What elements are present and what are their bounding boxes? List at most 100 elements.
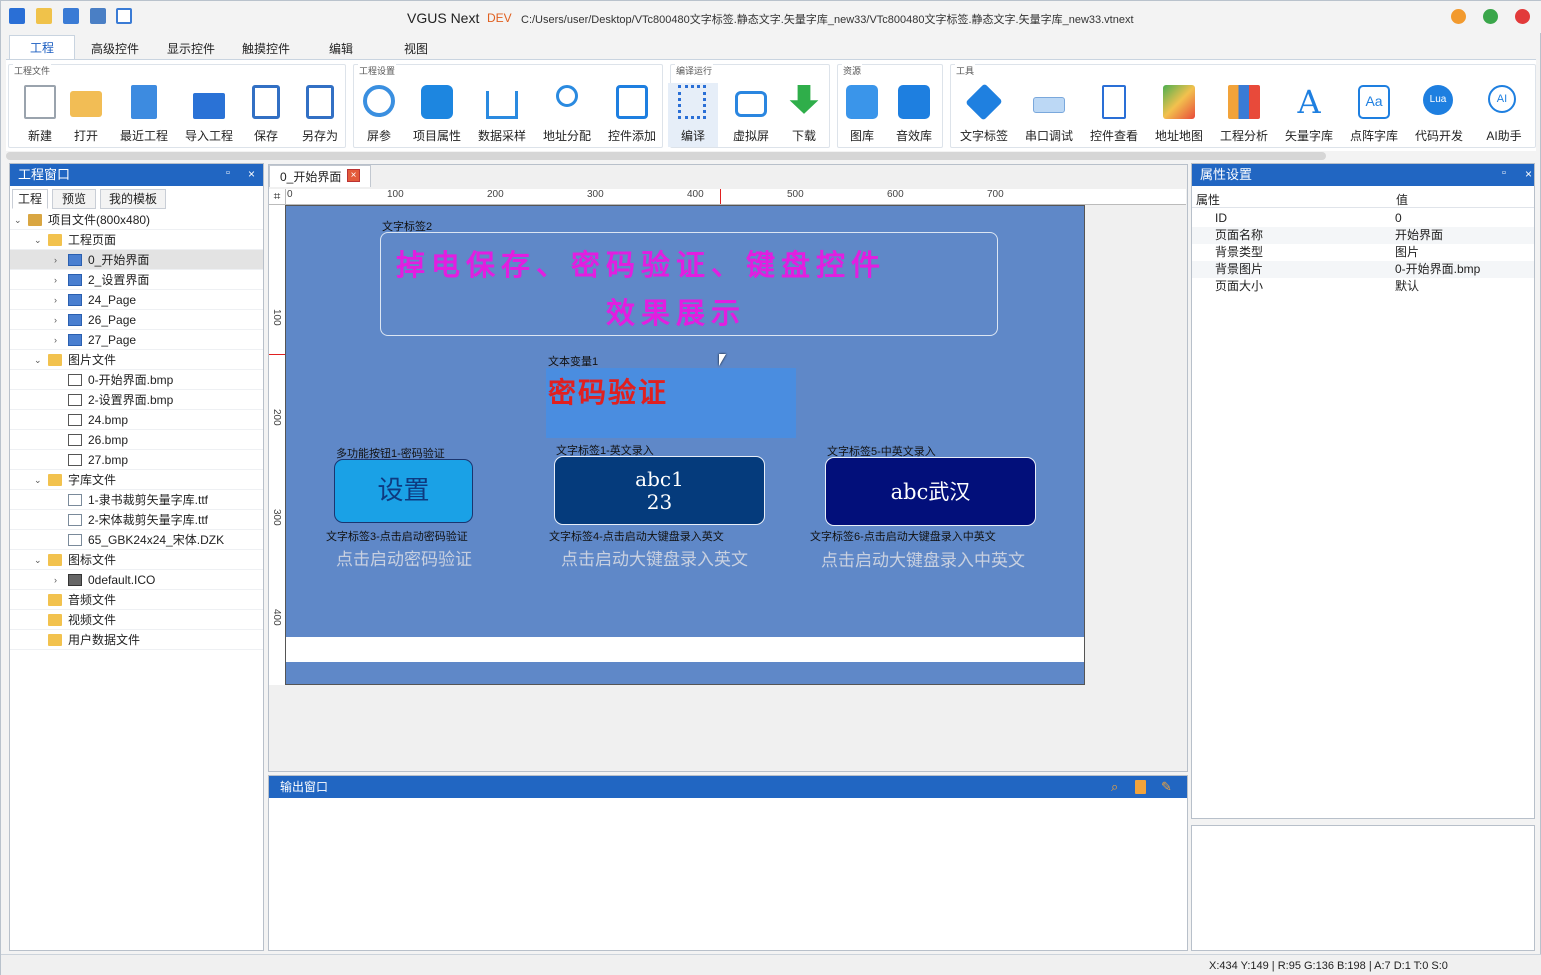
screen-params-button[interactable]: 屏参 [348, 83, 410, 147]
tree-item[interactable]: 27.bmp [10, 450, 263, 470]
tree-item[interactable]: 音频文件 [10, 590, 263, 610]
lua-code-button[interactable]: Lua 代码开发 [1408, 83, 1470, 147]
control-view-button[interactable]: 控件查看 [1083, 83, 1145, 147]
search-icon[interactable]: ⌕ [1111, 779, 1119, 794]
project-analysis-button[interactable]: 工程分析 [1213, 83, 1275, 147]
tree-item[interactable]: 用户数据文件 [10, 630, 263, 650]
property-row[interactable]: 页面名称开始界面 [1192, 227, 1534, 244]
property-value[interactable]: 图片 [1395, 245, 1420, 259]
compile-button[interactable]: 编译 [668, 83, 718, 147]
download-button[interactable]: 下载 [773, 83, 835, 147]
address-allocation-button[interactable]: 地址分配 [536, 83, 598, 147]
chevron-down-icon[interactable]: ⌄ [14, 215, 22, 225]
menu-tab-display-controls[interactable]: 显示控件 [167, 42, 216, 56]
quick-virtual-screen-icon[interactable] [116, 8, 132, 24]
quick-compile-icon[interactable] [90, 8, 106, 24]
ai-assistant-button[interactable]: AI AI助手 [1473, 83, 1535, 147]
chevron-down-icon[interactable]: ⌄ [34, 555, 42, 565]
new-button[interactable]: 新建 [9, 83, 71, 147]
page-canvas[interactable]: 文字标签2 掉电保存、密码验证、键盘控件 效果展示 文本变量1 密码验证 多功能… [285, 205, 1085, 685]
serial-debug-button[interactable]: 串口调试 [1018, 83, 1080, 147]
menu-tab-advanced-controls[interactable]: 高级控件 [91, 42, 140, 56]
chinese-english-input-tag[interactable]: abc武汉 [825, 457, 1036, 526]
hint-english-keyboard[interactable]: 点击启动大键盘录入英文 [561, 550, 748, 570]
chevron-right-icon[interactable]: › [54, 295, 57, 305]
tab-my-templates[interactable]: 我的模板 [100, 189, 166, 209]
quick-save-icon[interactable] [63, 8, 79, 24]
image-library-button[interactable]: 图库 [831, 83, 893, 147]
tree-item[interactable]: ›2_设置界面 [10, 270, 263, 290]
chevron-right-icon[interactable]: › [54, 275, 57, 285]
app-logo-icon[interactable] [9, 8, 25, 24]
tree-item[interactable]: 0-开始界面.bmp [10, 370, 263, 390]
tree-item[interactable]: 1-隶书裁剪矢量字库.ttf [10, 490, 263, 510]
property-value[interactable]: 默认 [1395, 279, 1420, 293]
tree-item[interactable]: ⌄图标文件 [10, 550, 263, 570]
tree-item[interactable]: ⌄图片文件 [10, 350, 263, 370]
maximize-icon[interactable] [1483, 9, 1498, 24]
property-row[interactable]: 背景类型图片 [1192, 244, 1534, 261]
tree-item[interactable]: ›26_Page [10, 310, 263, 330]
save-as-button[interactable]: 另存为 [289, 83, 351, 147]
tree-item[interactable]: 26.bmp [10, 430, 263, 450]
pin-icon[interactable]: ▫ [226, 167, 230, 179]
copy-log-icon[interactable] [1135, 780, 1146, 794]
tree-item[interactable]: ›24_Page [10, 290, 263, 310]
menu-tab-view[interactable]: 视图 [404, 42, 429, 56]
tree-item[interactable]: 2-设置界面.bmp [10, 390, 263, 410]
chevron-right-icon[interactable]: › [54, 335, 57, 345]
english-input-tag[interactable]: abc1 23 [554, 456, 765, 525]
chevron-down-icon[interactable]: ⌄ [34, 355, 42, 365]
property-value[interactable]: 0-开始界面.bmp [1395, 262, 1481, 276]
tree-item[interactable]: ⌄项目文件(800x480) [10, 210, 263, 230]
address-map-button[interactable]: 地址地图 [1148, 83, 1210, 147]
tree-item[interactable]: 视频文件 [10, 610, 263, 630]
tree-item[interactable]: ›27_Page [10, 330, 263, 350]
ribbon-scrollbar[interactable] [6, 152, 1326, 160]
tree-item[interactable]: 24.bmp [10, 410, 263, 430]
title-text-tag[interactable] [380, 232, 998, 336]
tree-item[interactable]: ›0_开始界面 [10, 250, 263, 270]
close-icon[interactable] [1515, 9, 1530, 24]
text-tag-button[interactable]: 文字标签 [953, 83, 1015, 147]
tree-item[interactable]: ⌄工程页面 [10, 230, 263, 250]
menu-tab-touch-controls[interactable]: 触摸控件 [242, 42, 291, 56]
close-panel-icon[interactable]: × [1525, 167, 1533, 181]
bitmap-font-button[interactable]: Aa 点阵字库 [1343, 83, 1405, 147]
tree-item[interactable]: ⌄字库文件 [10, 470, 263, 490]
data-sampling-button[interactable]: 数据采样 [471, 83, 533, 147]
settings-button[interactable]: 设置 [334, 459, 473, 523]
quick-open-icon[interactable] [36, 8, 52, 24]
chevron-down-icon[interactable]: ⌄ [34, 475, 42, 485]
sound-library-button[interactable]: 音效库 [883, 83, 945, 147]
menu-tab-edit[interactable]: 编辑 [329, 42, 354, 56]
open-button[interactable]: 打开 [55, 83, 117, 147]
chevron-right-icon[interactable]: › [54, 255, 57, 265]
chevron-right-icon[interactable]: › [54, 575, 57, 585]
recent-projects-button[interactable]: 最近工程 [113, 83, 175, 147]
close-panel-icon[interactable]: × [248, 167, 256, 181]
add-control-button[interactable]: 控件添加 [601, 83, 663, 147]
property-row[interactable]: 页面大小默认 [1192, 278, 1534, 295]
clear-log-icon[interactable]: ✎ [1161, 779, 1172, 794]
menu-tab-project[interactable]: 工程 [9, 35, 75, 61]
hint-password[interactable]: 点击启动密码验证 [336, 550, 472, 570]
property-value[interactable]: 开始界面 [1395, 228, 1444, 242]
close-tab-icon[interactable]: × [347, 169, 360, 182]
doc-tab[interactable]: 0_开始界面 [269, 165, 371, 187]
save-button[interactable]: 保存 [235, 83, 297, 147]
vector-font-button[interactable]: A 矢量字库 [1278, 83, 1340, 147]
tree-item[interactable]: 65_GBK24x24_宋体.DZK [10, 530, 263, 550]
pin-icon[interactable]: ▫ [1502, 167, 1506, 179]
property-value[interactable]: 0 [1395, 211, 1402, 225]
import-project-button[interactable]: 导入工程 [178, 83, 240, 147]
chevron-right-icon[interactable]: › [54, 315, 57, 325]
minimize-icon[interactable] [1451, 9, 1466, 24]
virtual-screen-button[interactable]: 虚拟屏 [720, 83, 782, 147]
tree-item[interactable]: 2-宋体裁剪矢量字库.ttf [10, 510, 263, 530]
chevron-down-icon[interactable]: ⌄ [34, 235, 42, 245]
project-properties-button[interactable]: 项目属性 [406, 83, 468, 147]
password-text-variable[interactable] [546, 368, 796, 438]
